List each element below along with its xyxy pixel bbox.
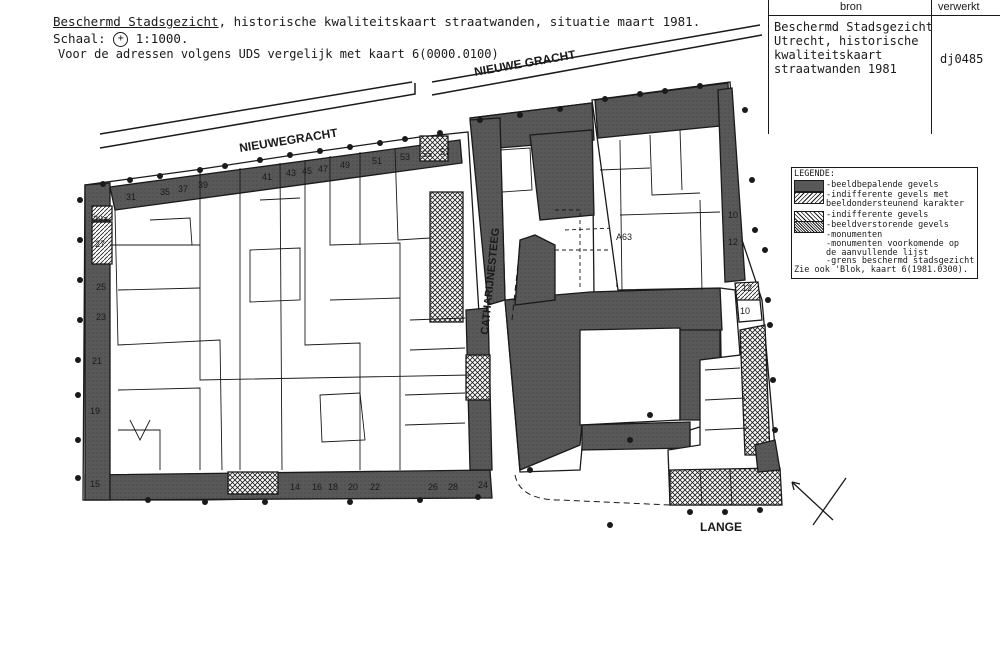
house-number: 41 (262, 172, 272, 182)
source-table: bron verwerkt Beschermd Stadsgezicht Utr… (768, 0, 1000, 134)
legend-swatch-hatched (794, 192, 824, 204)
right-parcels (599, 129, 749, 506)
street-label-lange: LANGE (700, 520, 742, 534)
house-number: 28 (448, 482, 458, 492)
left-block (82, 131, 493, 501)
col-verwerkt: verwerkt (938, 1, 980, 13)
title-rest: , historische kwaliteitskaart straatwand… (218, 14, 701, 29)
legend-swatch-dark (794, 180, 824, 192)
direction-arrow (791, 477, 847, 526)
house-number: 23 (96, 312, 106, 322)
scale-symbol: + (113, 32, 129, 47)
source-code: dj0485 (940, 52, 984, 66)
house-number: 19 (90, 406, 100, 416)
house-number: 21 (92, 356, 102, 366)
house-number: 15 (90, 479, 100, 489)
house-number-labels: 29a 27 25 23 21 19 15 31 35 37 39 41 43 … (90, 147, 752, 492)
left-parcels (110, 147, 471, 471)
house-number: 47 (318, 164, 328, 174)
map-title: Beschermd Stadsgezicht, historische kwal… (53, 14, 700, 29)
legend-swatch-dense (794, 221, 824, 233)
house-number: A63 (616, 232, 632, 242)
street-label-nieuwe-gracht: NIEUWE GRACHT (473, 47, 577, 79)
house-number: 10 (740, 306, 750, 316)
house-number: 18 (328, 482, 338, 492)
legend-note: Zie ook 'Blok, kaart 6(1981.0300). (794, 265, 968, 275)
house-number: 25 (96, 282, 106, 292)
col-bron: bron (840, 1, 863, 13)
scale-label: Schaal: (53, 31, 106, 46)
house-number: 37 (178, 184, 188, 194)
map-legend: LEGENDE: -beeldbepalende gevels -indiffe… (791, 167, 978, 279)
right-block (591, 81, 783, 506)
house-number: 22 (370, 482, 380, 492)
source-description: Beschermd Stadsgezicht Utrecht, historis… (774, 20, 933, 76)
house-number: 49 (340, 160, 350, 170)
reference-note: Voor de adressen volgens UDS vergelijk m… (58, 47, 499, 61)
scale-line: Schaal: + 1:1000. (53, 31, 188, 47)
house-number: 45 (302, 166, 312, 176)
canal-edges (99, 24, 763, 149)
house-number: 12 (728, 237, 738, 247)
house-number: 43 (286, 168, 296, 178)
middle-block (469, 102, 723, 473)
house-number: 55 (422, 149, 432, 159)
house-number: 31 (126, 192, 136, 202)
house-number: 16 (312, 482, 322, 492)
house-number: 26 (428, 482, 438, 492)
house-number: 10 (728, 210, 738, 220)
title-underlined: Beschermd Stadsgezicht (53, 14, 219, 29)
legend-title: LEGENDE: (794, 169, 835, 179)
house-number: 27 (95, 239, 105, 249)
house-number: 14 (290, 482, 300, 492)
house-number: 24 (478, 480, 488, 490)
house-number: 51 (372, 156, 382, 166)
monument-dots (75, 83, 778, 528)
house-number: 12 (742, 283, 752, 293)
protected-boundary (511, 244, 671, 506)
house-number: 35 (160, 187, 170, 197)
house-number: 20 (348, 482, 358, 492)
house-number: 39 (198, 180, 208, 190)
house-number: 29a (93, 214, 108, 224)
house-number: 53 (400, 152, 410, 162)
house-number: 57 (440, 147, 450, 157)
scale-value: 1:1000. (135, 31, 189, 46)
